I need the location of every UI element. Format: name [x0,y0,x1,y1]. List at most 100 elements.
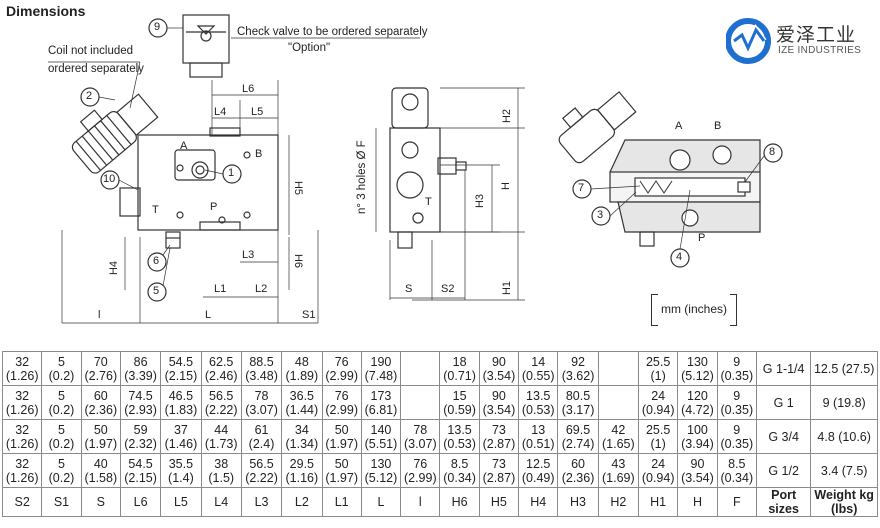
table-cell: 59(2.32) [119,419,162,454]
cell-metric: 12.5 [526,456,551,471]
column-header: L3 [240,487,283,517]
cell-metric: 36.5 [289,388,315,403]
table-cell: 14(0.55) [518,351,559,386]
cell-metric: 48 [294,354,309,369]
cell-imperial: (2.22) [245,470,278,485]
cell-imperial: (2.99) [403,470,437,485]
cell-imperial: (1.26) [5,402,39,417]
dim-s: S [405,283,413,295]
cell-metric: 46.5 [168,388,194,403]
units-text: mm (inches) [660,302,727,316]
table-cell: 73(2.87) [478,453,520,488]
table-cell: 74.5(2.93) [119,385,162,420]
cell-imperial: (3.17) [561,402,595,417]
cell-metric: 50 [93,422,108,437]
cell-imperial: (0.2) [48,402,75,417]
table-cell: 12.5 (27.5) [810,351,878,386]
dimensions-table-body: 32(1.26)5(0.2)70(2.76)86(3.39)54.5(2.15)… [1,351,878,517]
cell-imperial: (1.97) [325,436,358,451]
callout-9: 9 [154,21,161,33]
cell-imperial: (0.71) [443,368,476,383]
cell-metric: 40 [93,456,108,471]
cell-imperial: (2.15) [164,368,198,383]
table-cell: 3.4 (7.5) [810,453,878,488]
section-coil [558,91,637,164]
table-cell: 60(2.36) [557,453,599,488]
cell-metric: 100 [687,422,708,437]
cell-imperial: (1.73) [204,436,238,451]
cell-metric: 38 [214,456,229,471]
cell-imperial: (1.44) [285,402,319,417]
cell-imperial: (0.35) [720,436,754,451]
side-block [389,127,441,233]
check-valve-thread [189,62,223,78]
cell-imperial: (0.2) [48,436,75,451]
table-cell: 44(1.73) [200,419,242,454]
cell-metric: 54.5 [128,456,153,471]
check-valve-ball [200,30,212,42]
table-cell: 25.5(1) [637,351,679,386]
dim-h1: H1 [501,280,514,296]
cell-imperial: (1.26) [5,470,39,485]
cell-metric: 25.5 [645,354,671,369]
section-port-a-label: A [675,120,683,132]
column-header: L6 [119,487,162,517]
cell-imperial: (1.89) [285,368,319,383]
cell-imperial: (1.58) [84,470,118,485]
table-cell: 92(3.62) [557,351,599,386]
cell-metric: 60 [93,388,108,403]
port-t-label: T [152,204,159,216]
callout-2: 2 [86,90,93,102]
cell-imperial: (2.36) [561,470,595,485]
cell-imperial: (3.54) [482,402,516,417]
cell-metric: 37 [173,422,188,437]
table-cell: 48(1.89) [281,351,323,386]
cell-imperial: (0.94) [641,402,675,417]
cell-metric: 61 [254,422,269,437]
dim-l-small: l [98,309,101,321]
cell-metric: 24 [651,456,666,471]
logo-english-text: IZE INDUSTRIES [778,45,862,56]
cell-imperial: (2.32) [124,436,157,451]
section-heading: Dimensions [6,3,86,19]
table-cell: 120(4.72) [677,385,718,420]
section-port-p-label: P [698,232,706,244]
dim-s1: S1 [302,309,316,321]
table-row: 32(1.26)5(0.2)40(1.58)54.5(2.15)35.5(1.4… [1,453,878,488]
cell-imperial: (3.39) [124,368,157,383]
cell-metric: 5 [57,388,65,403]
cell-metric: 90 [491,354,506,369]
callout-1: 1 [228,167,235,179]
table-cell: 173(6.81) [360,385,402,420]
dim-s2: S2 [441,283,455,295]
cell-imperial: (1) [650,368,666,383]
cell-metric: 32 [15,354,30,369]
technical-drawing [48,14,783,324]
units-legend: mm (inches) [651,294,737,326]
table-cell: 43(1.69) [597,453,640,488]
table-cell: 60(2.36) [80,385,121,420]
table-cell: 8.5(0.34) [716,453,757,488]
table-cell: 100(3.94) [677,419,718,454]
dim-l2: L2 [255,283,268,295]
cell-metric: 190 [370,354,392,369]
cell-metric: 70 [93,354,108,369]
column-header: L2 [281,487,323,517]
table-cell [400,385,441,420]
table-cell: 130(5.12) [360,453,402,488]
cell-imperial: (2.46) [204,368,238,383]
cell-imperial: (2.4) [248,436,275,451]
cell-metric: 43 [611,456,626,471]
cell-metric: 13 [531,422,546,437]
cell-metric: 73 [491,422,506,437]
table-cell: 50(1.97) [80,419,121,454]
cell-metric: 32 [15,422,30,437]
table-cell: 73(2.87) [478,419,520,454]
column-header: S [80,487,121,517]
table-cell: 56.5(2.22) [200,385,242,420]
column-header: H4 [518,487,559,517]
cell-metric: 13.5 [526,388,551,403]
port-b-label: B [255,148,263,160]
table-cell: 50(1.97) [321,453,362,488]
